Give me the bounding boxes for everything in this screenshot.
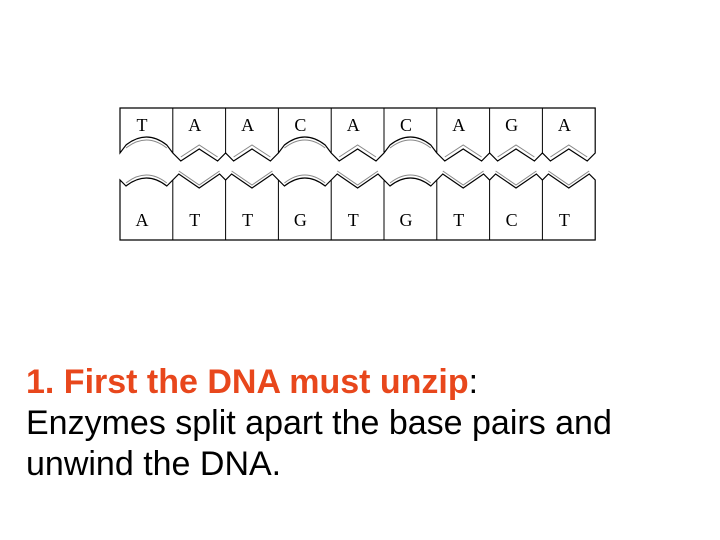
top-tooth-edge (550, 145, 587, 157)
bottom-base-letter: G (294, 210, 307, 230)
top-tooth-edge (445, 145, 482, 157)
bottom-base-letter: T (559, 210, 570, 230)
caption: 1. First the DNA must unzip: Enzymes spl… (26, 362, 716, 485)
top-tooth-edge (234, 145, 271, 157)
caption-heading: 1. First the DNA must unzip (26, 363, 469, 401)
top-base-letter: G (505, 115, 518, 135)
top-base-letter: A (241, 115, 254, 135)
bottom-strand-outline (120, 174, 595, 240)
bottom-base-letter: G (400, 210, 413, 230)
top-base-letter: T (137, 115, 148, 135)
top-tooth-edge (339, 145, 376, 157)
bottom-base-letter: C (506, 210, 518, 230)
top-base-letter: A (347, 115, 360, 135)
top-base-letter: A (188, 115, 201, 135)
caption-line-3: unwind the DNA. (26, 444, 716, 485)
bottom-base-letter: T (242, 210, 253, 230)
top-base-letter: C (400, 115, 412, 135)
caption-colon: : (469, 363, 478, 401)
bottom-base-letter: T (453, 210, 464, 230)
bottom-base-letter: T (189, 210, 200, 230)
top-base-letter: A (558, 115, 571, 135)
bottom-base-letter: A (136, 210, 149, 230)
top-tooth-edge (498, 145, 535, 157)
dna-unzip-diagram: T A A C A C A G A A T T G T G T C T (0, 0, 720, 260)
caption-line-1: 1. First the DNA must unzip: (26, 362, 716, 403)
top-tooth-edge (181, 145, 218, 157)
top-base-letter: A (452, 115, 465, 135)
bottom-base-letter: T (348, 210, 359, 230)
caption-line-2: Enzymes split apart the base pairs and (26, 403, 716, 444)
top-base-letter: C (294, 115, 306, 135)
